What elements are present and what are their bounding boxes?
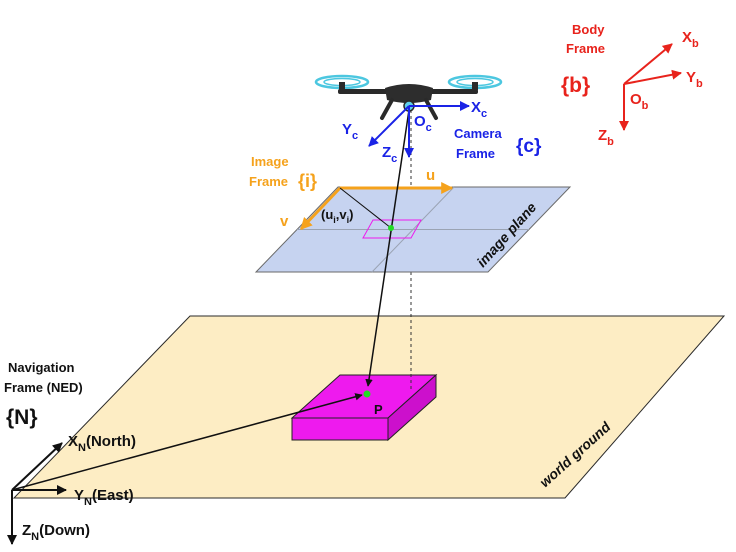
nav-x-label: XN(North) xyxy=(68,433,136,454)
camera-origin-label: Oc xyxy=(414,113,432,134)
image-v-axis xyxy=(299,186,342,231)
body-frame-axes xyxy=(619,43,682,131)
pixel-window xyxy=(362,219,422,239)
camera-frame-title: Camera Frame xyxy=(454,126,505,161)
nav-frame-brace: {N} xyxy=(6,406,38,429)
body-frame-title: Body Frame xyxy=(566,22,608,56)
image-frame-title: Image Frame xyxy=(249,154,292,189)
object-box xyxy=(290,373,438,442)
pixel-pointer-line xyxy=(339,187,392,229)
point-label: P xyxy=(374,402,383,417)
body-y-label: Yb xyxy=(686,69,703,90)
nav-z-label: ZN(Down) xyxy=(22,522,90,543)
camera-x-label: Xc xyxy=(471,99,487,120)
camera-y-label: Yc xyxy=(342,121,358,142)
navigation-frame-axes xyxy=(7,442,67,545)
nav-frame-title: Navigation Frame (NED) xyxy=(4,360,83,395)
image-u-label: u xyxy=(426,167,435,184)
image-plane-mid-v xyxy=(371,186,455,273)
camera-frame-brace: {c} xyxy=(516,136,542,157)
image-point xyxy=(388,225,394,231)
camera-z-label: Zc xyxy=(382,144,397,165)
nav-to-point-vector xyxy=(11,393,363,491)
image-v-label: v xyxy=(280,213,289,230)
body-z-label: Zb xyxy=(598,127,614,148)
image-frame-brace: {i} xyxy=(298,171,317,191)
camera-ray xyxy=(365,109,410,387)
pixel-coordinate-label: (ui,vi) xyxy=(321,207,354,225)
nav-y-label: YN(East) xyxy=(74,487,134,508)
body-x-label: Xb xyxy=(682,29,699,50)
body-origin-label: Ob xyxy=(630,91,649,112)
camera-frame-axes xyxy=(368,101,470,158)
body-frame-brace: {b} xyxy=(561,74,590,97)
world-point xyxy=(363,390,371,398)
